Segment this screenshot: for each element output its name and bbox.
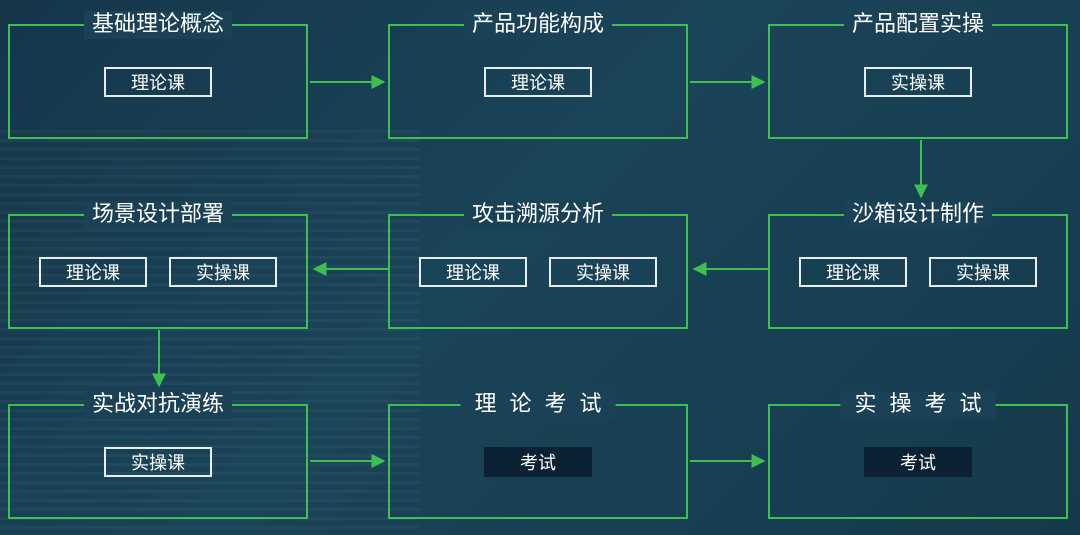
stage-title: 沙箱设计制作 [843,201,993,229]
stage-product-config: 产品配置实操 实操课 [768,11,1068,139]
stage-basic-theory: 基础理论概念 理论课 [8,11,308,139]
stage-scenario-deploy: 场景设计部署 理论课 实操课 [8,201,308,329]
stage-title: 实操考试 [840,391,996,419]
stage-title: 基础理论概念 [83,11,233,39]
practice-course-tag: 实操课 [169,257,277,287]
stage-practice-exam: 实操考试 考试 [768,391,1068,519]
stage-sandbox-design: 沙箱设计制作 理论课 实操课 [768,201,1068,329]
theory-course-tag: 理论课 [484,67,592,97]
exam-tag: 考试 [484,447,592,477]
stage-title: 攻击溯源分析 [463,201,613,229]
exam-tag: 考试 [864,447,972,477]
stage-title: 场景设计部署 [83,201,233,229]
theory-course-tag: 理论课 [419,257,527,287]
stage-title: 实战对抗演练 [83,391,233,419]
stage-product-function: 产品功能构成 理论课 [388,11,688,139]
theory-course-tag: 理论课 [39,257,147,287]
practice-course-tag: 实操课 [549,257,657,287]
theory-course-tag: 理论课 [104,67,212,97]
stage-attack-trace: 攻击溯源分析 理论课 实操课 [388,201,688,329]
stage-title: 理论考试 [460,391,616,419]
stage-title: 产品配置实操 [843,11,993,39]
theory-course-tag: 理论课 [799,257,907,287]
stage-theory-exam: 理论考试 考试 [388,391,688,519]
practice-course-tag: 实操课 [864,67,972,97]
stage-title: 产品功能构成 [463,11,613,39]
stage-combat-drill: 实战对抗演练 实操课 [8,391,308,519]
practice-course-tag: 实操课 [929,257,1037,287]
practice-course-tag: 实操课 [104,447,212,477]
